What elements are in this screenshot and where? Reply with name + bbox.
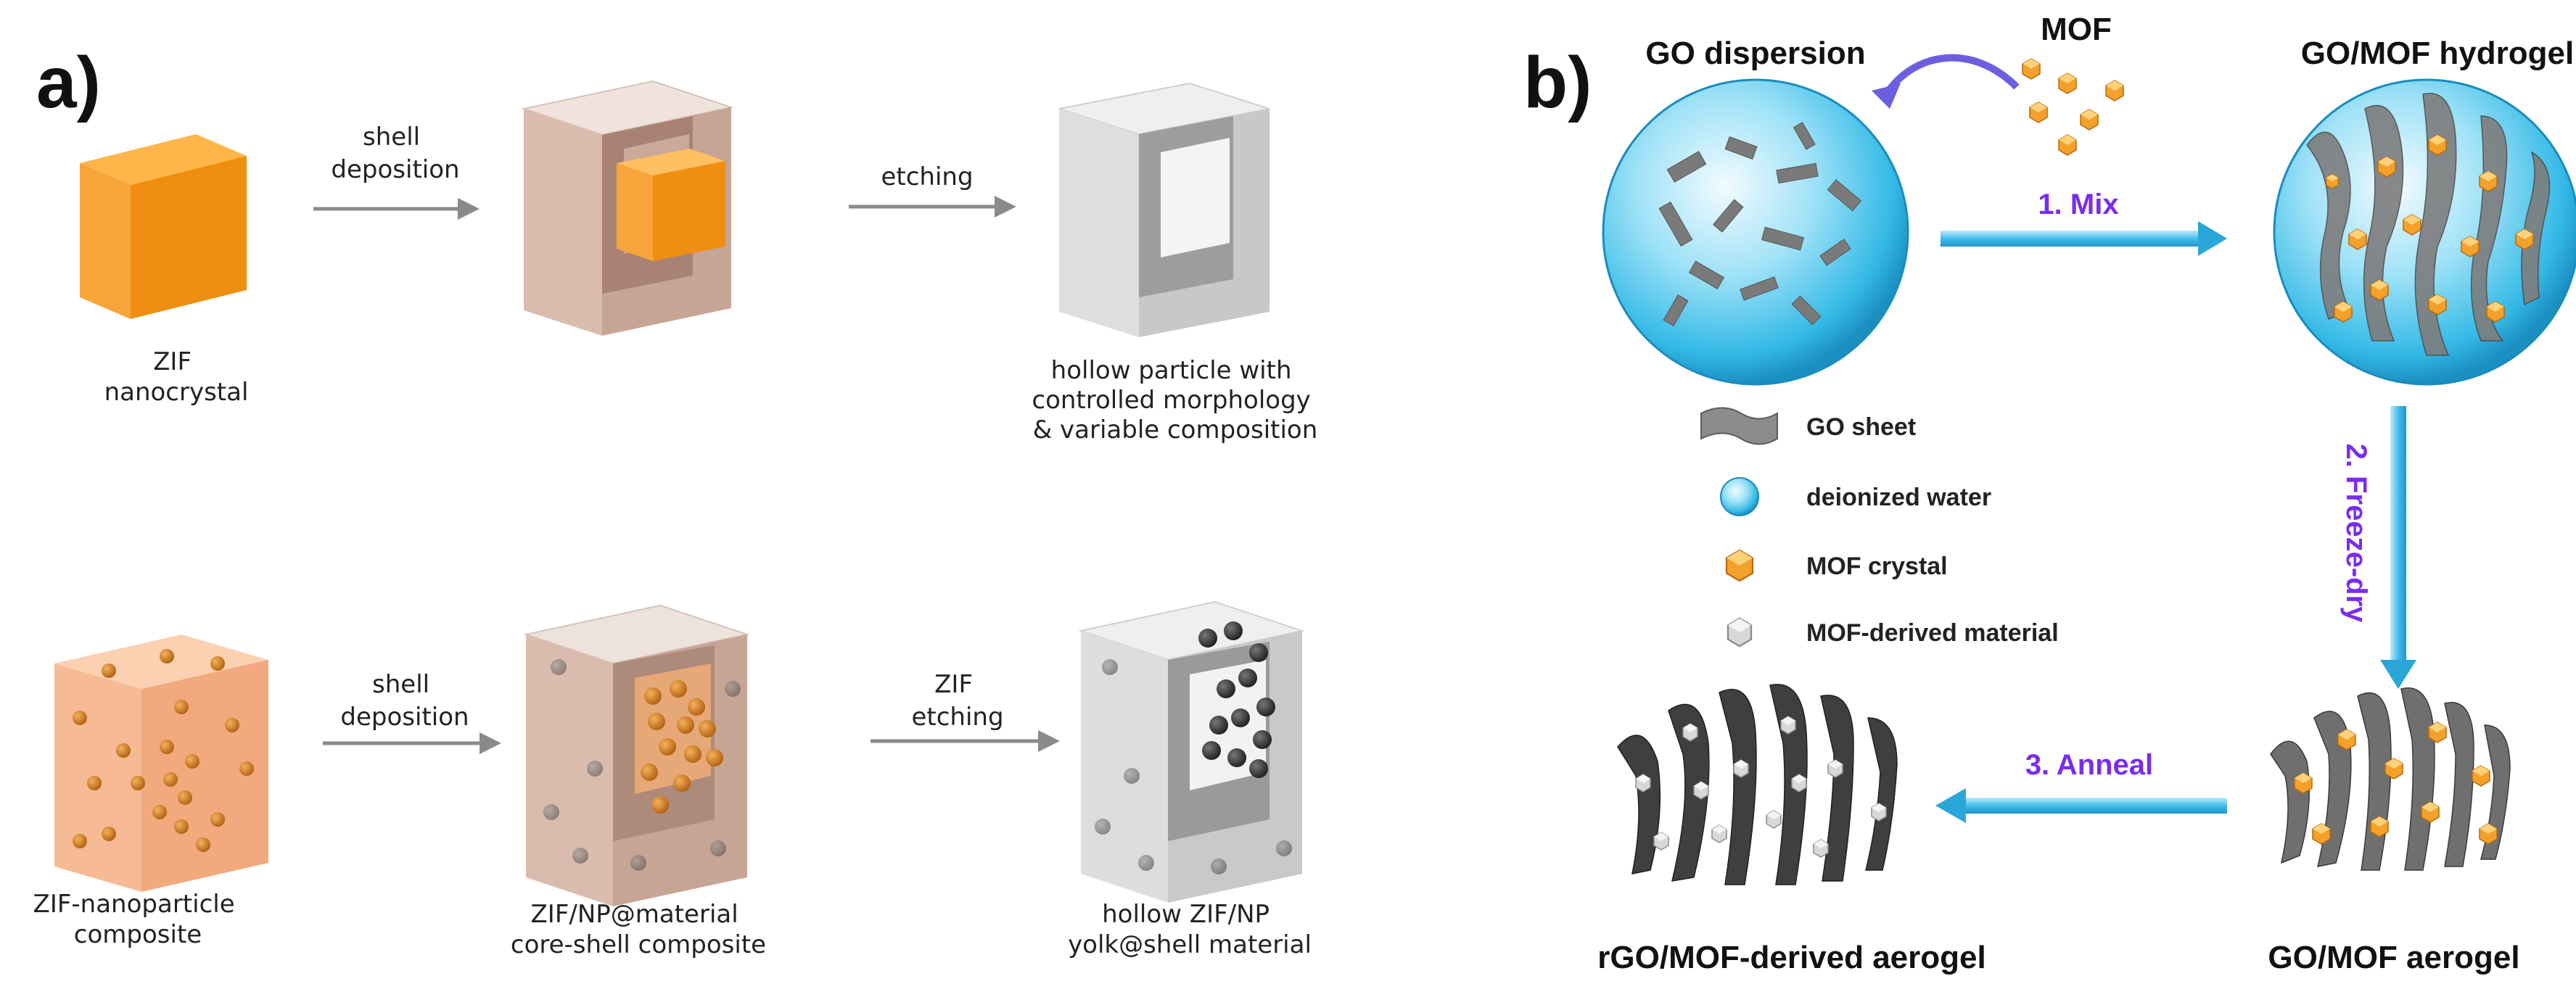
mof-add-arrowhead [1872,83,1901,109]
mof-crystal-icon [1725,549,1754,582]
shell-deposition-label-top: shell deposition [331,123,459,184]
go-mof-aerogel-title: GO/MOF aerogel [2268,940,2519,975]
core-shell-cube [521,80,734,336]
panel-a-letter: a) [36,42,101,123]
hollow-particle-label: hollow particle with controlled morpholo… [1032,356,1318,444]
rgo-mof-derived-aerogel [1617,684,1898,885]
mix-label: 1. Mix [2038,189,2118,220]
water-sphere-icon [1720,477,1759,516]
freeze-dry-label: 2. Freeze-dry [2340,444,2372,624]
go-mof-aerogel [2270,687,2511,871]
zif-nanoparticle-label: ZIF-nanoparticle composite [33,890,243,949]
mof-title: MOF [2041,12,2112,47]
legend-deionized-water: deionized water [1806,484,1991,511]
zif-nanocrystal-cube [80,134,247,319]
freeze-dry-arrow [2380,406,2416,689]
panel-b-letter: b) [1523,42,1592,123]
mof-derived-icon [1727,617,1753,648]
mix-arrow [1941,221,2227,256]
rgo-aerogel-title: rGO/MOF-derived aerogel [1597,940,1986,975]
hollow-particle-cube [1058,82,1270,337]
zif-nanoparticle-cube [54,634,268,892]
yolk-shell-label: hollow ZIF/NP yolk@shell material [1068,900,1312,959]
anneal-label: 3. Anneal [2025,749,2153,781]
yolk-shell-cube [1078,600,1305,903]
anneal-arrow [1935,788,2227,823]
mof-add-arrow [1882,54,2020,96]
legend-go-sheet: GO sheet [1806,413,1916,441]
legend-mof-crystal: MOF crystal [1806,553,1948,580]
legend-mof-derived: MOF-derived material [1806,619,2059,647]
etching-label-top: etching [881,162,973,191]
go-sheet-icon [1700,407,1778,445]
core-shell-composite-cube [523,604,750,906]
zif-etching-label-bottom: ZIF etching [911,670,1003,732]
core-shell-composite-label: ZIF/NP@material core-shell composite [511,900,766,959]
go-mof-hydrogel-sphere [2273,78,2576,386]
zif-nanocrystal-label: ZIF nanocrystal [104,347,249,407]
mof-crystals [2022,58,2124,156]
go-dispersion-sphere [1602,78,1909,386]
go-dispersion-title: GO dispersion [1645,36,1865,71]
shell-deposition-label-bottom: shell deposition [340,670,469,732]
legend: GO sheet deionized water MOF crystal MOF… [1700,407,2059,648]
go-mof-hydrogel-title: GO/MOF hydrogel [2301,36,2574,71]
